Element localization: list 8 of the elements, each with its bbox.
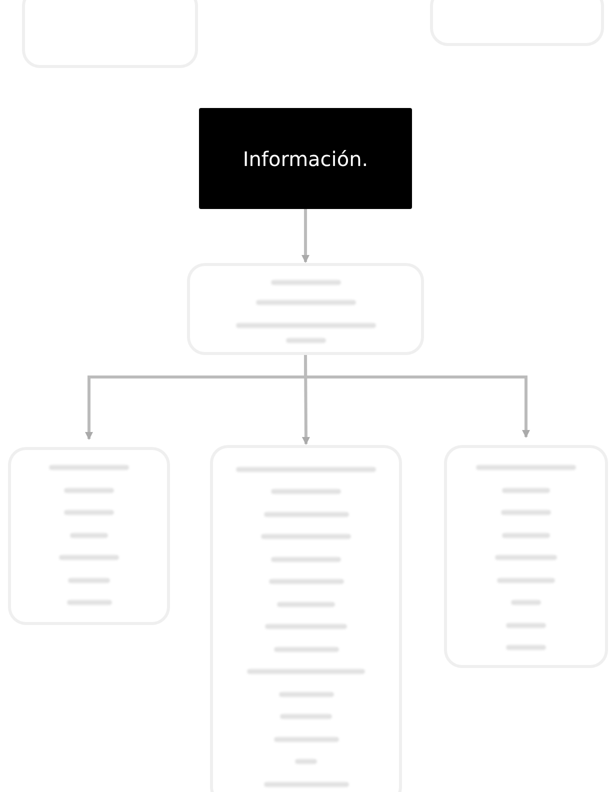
content-box [8, 447, 170, 625]
content-box [210, 445, 402, 792]
content-box [187, 263, 424, 355]
content-box [444, 445, 608, 668]
arrow [304, 355, 530, 438]
title-box [199, 108, 412, 209]
title-text: Información. [242, 146, 368, 170]
arrow [302, 209, 310, 263]
